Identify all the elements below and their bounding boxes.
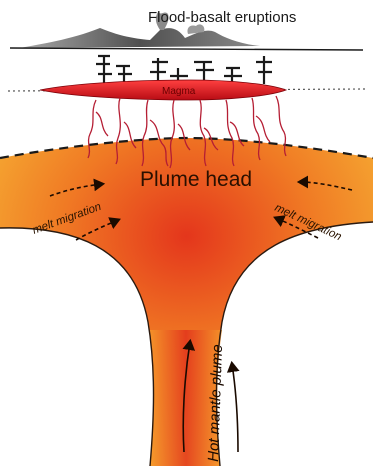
volcanoes — [20, 28, 260, 48]
title-label: Flood-basalt eruptions — [148, 9, 296, 26]
plume-head-label: Plume head — [140, 168, 252, 191]
hot-mantle-plume-label: Hot mantle plume — [205, 344, 226, 462]
ground-surface — [10, 48, 363, 50]
magma-label: Magma — [162, 86, 196, 97]
upwelling-arrow-right — [232, 364, 238, 452]
